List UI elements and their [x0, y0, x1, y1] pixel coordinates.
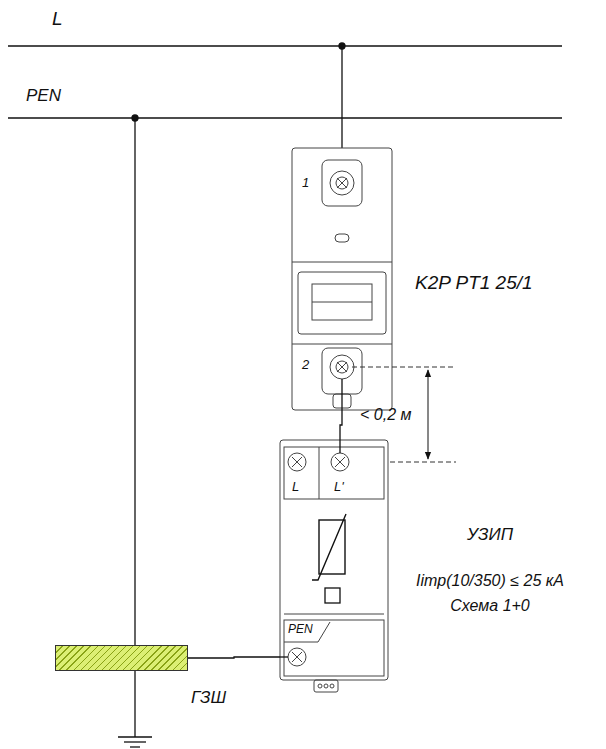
node-text: PEN	[288, 623, 313, 637]
node-text: Схема 1+0	[400, 597, 580, 615]
wire	[341, 379, 342, 410]
wire-connector	[188, 657, 280, 658]
wire-label: L	[52, 8, 63, 30]
breaker-symbol	[292, 148, 392, 410]
node-text: L	[292, 480, 299, 495]
node-text: L'	[334, 480, 344, 495]
wire-label: PEN	[26, 86, 61, 106]
node-text: 2	[302, 358, 309, 373]
node-text: УЗИП	[400, 525, 580, 545]
earthing-bus: ГЗШ	[55, 645, 188, 671]
wire-label: < 0,2 м	[360, 406, 411, 424]
spd-symbol	[280, 440, 388, 692]
wire	[339, 440, 340, 453]
surge-protector: LL'PENУЗИПIimp(10/350) ≤ 25 кАСхема 1+0	[280, 440, 388, 680]
pen-conductor	[8, 117, 562, 118]
wire	[280, 656, 288, 657]
node-text: K2P PT1 25/1	[415, 272, 533, 294]
node-text: ГЗШ	[191, 688, 226, 708]
node-text: Iimp(10/350) ≤ 25 кА	[400, 572, 580, 590]
l-conductor	[8, 45, 562, 46]
node-text: 1	[302, 176, 309, 191]
wire-connector	[340, 410, 342, 440]
circuit-breaker: 12K2P PT1 25/1	[292, 148, 392, 410]
ground-symbol	[118, 737, 152, 747]
